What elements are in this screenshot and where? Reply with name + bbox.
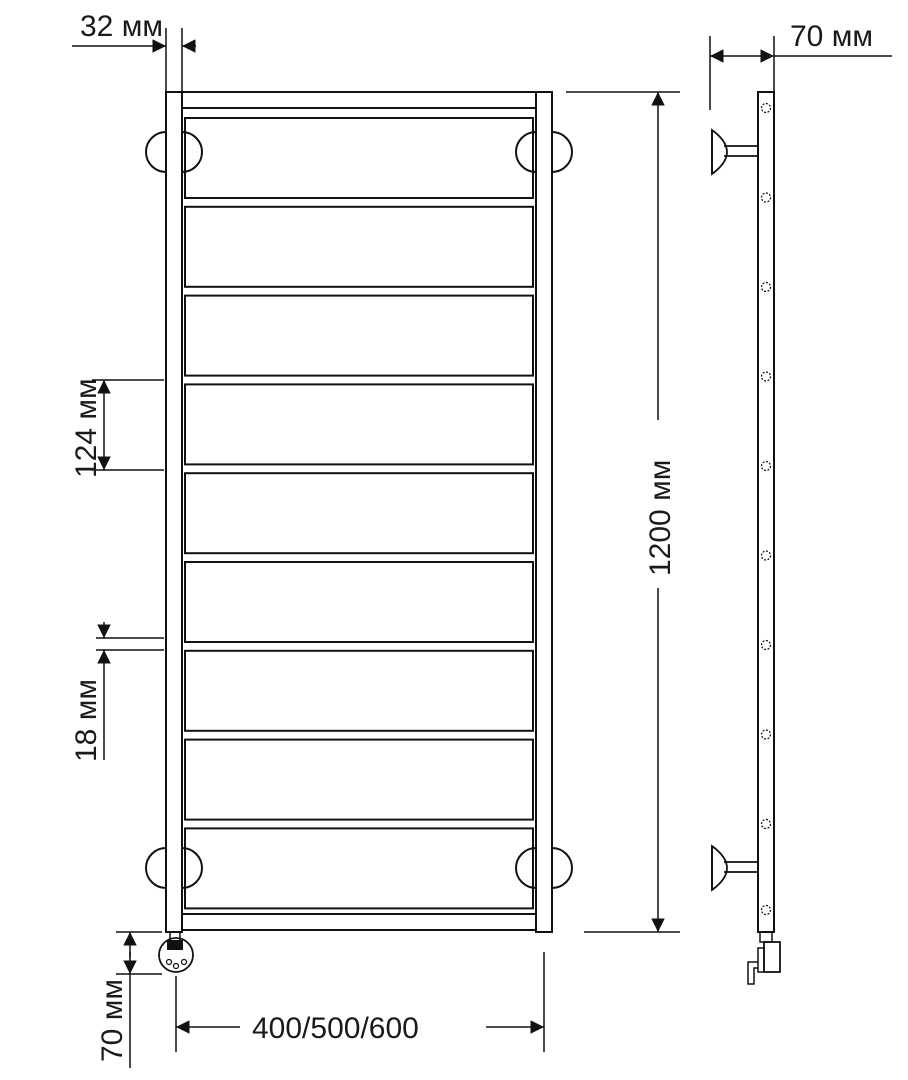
rungs (184, 117, 534, 910)
rung-7 (184, 649, 534, 732)
rung-cap-2 (760, 192, 772, 203)
rung-8 (184, 738, 534, 821)
side-bracket-top (711, 128, 758, 176)
rung-1 (184, 117, 534, 199)
rung-3 (184, 294, 534, 377)
rung-cap-6 (760, 550, 772, 561)
electric-connector (158, 931, 194, 973)
rung-6 (184, 561, 534, 643)
rung-5 (184, 472, 534, 555)
front-view: 32 мм 124 мм 18 мм 70 мм (70, 10, 680, 1068)
wall-offset-label: 70 мм (790, 20, 873, 53)
side-vertical-pipe (757, 91, 775, 933)
height-dimension: 1200 мм (566, 91, 680, 933)
rung-cap-9 (760, 818, 772, 830)
side-connector (747, 931, 781, 985)
rung-end-caps (760, 102, 772, 916)
rung-gap-label: 18 мм (70, 679, 103, 762)
rung-cap-1 (760, 102, 772, 114)
rung-4 (184, 383, 534, 466)
connector-offset-label: 70 мм (96, 979, 129, 1062)
pipe-width-dimension: 32 мм (72, 10, 196, 92)
mount-bracket-top-right (515, 131, 537, 173)
mount-bracket-bottom-left (145, 847, 167, 889)
rung-cap-5 (760, 460, 772, 472)
rung-cap-bottom (760, 904, 772, 916)
wall-offset-dimension: 70 мм (709, 20, 892, 110)
width-dimension: 400/500/600 (175, 952, 545, 1052)
rung-cap-4 (760, 371, 772, 382)
mount-bracket-bottom-right (515, 847, 537, 889)
left-vertical-pipe (165, 91, 183, 933)
top-bar (181, 91, 537, 109)
rung-2 (184, 205, 534, 288)
height-label: 1200 мм (644, 460, 677, 576)
rung-9 (184, 827, 534, 910)
side-view: 70 мм (709, 20, 892, 985)
right-vertical-pipe (535, 91, 553, 933)
connector-offset-dimension: 70 мм (96, 931, 162, 1068)
rung-cap-7 (760, 639, 772, 651)
rung-cap-8 (760, 729, 772, 740)
rung-spacing-label: 124 мм (70, 378, 103, 478)
mount-bracket-top-left (145, 131, 167, 173)
rung-spacing-dimension: 124 мм (70, 378, 164, 478)
bottom-bar (181, 913, 537, 931)
rung-gap-dimension: 18 мм (70, 622, 164, 762)
rung-cap-3 (760, 281, 772, 293)
pipe-width-label: 32 мм (80, 10, 163, 43)
side-bracket-bottom (711, 844, 758, 892)
width-label: 400/500/600 (252, 1012, 419, 1045)
